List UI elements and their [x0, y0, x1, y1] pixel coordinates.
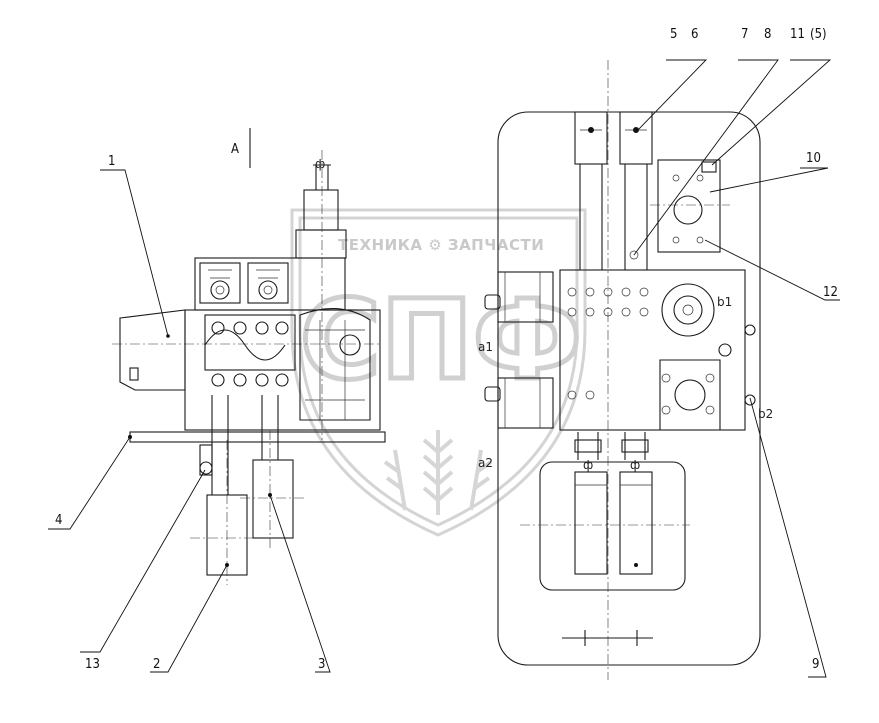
watermark-logo-text: СПФ	[300, 276, 582, 404]
callout-10: 10	[806, 151, 821, 166]
view-label-a: A	[231, 142, 239, 157]
callout-8: 8	[764, 27, 771, 42]
front-view: ф ф a1 a2 b1 b2	[478, 60, 773, 680]
callout-11: 11	[790, 27, 805, 42]
leader-lines	[48, 59, 840, 678]
fitting-mark-right: ф	[630, 458, 640, 472]
callout-7: 7	[741, 27, 748, 42]
port-a2: a2	[478, 456, 493, 470]
callout-6: 6	[691, 27, 698, 42]
port-b2: b2	[758, 407, 773, 421]
callout-3: 3	[318, 657, 325, 672]
callout-11-alt: (5)	[810, 27, 827, 42]
fitting-mark-top: ф	[315, 157, 325, 171]
callout-13: 13	[85, 657, 100, 672]
callout-4: 4	[55, 513, 62, 528]
callout-1: 1	[108, 154, 115, 169]
callout-2: 2	[153, 657, 160, 672]
bolt-grid	[567, 287, 715, 415]
callouts: 1 4 13 2 3 5 6 7 8 11 (5) 10 12 9	[55, 27, 838, 672]
watermark: ТЕХНИКА ⚙ ЗАПЧАСТИ СПФ	[290, 208, 587, 537]
port-a1: a1	[478, 340, 493, 354]
port-b1: b1	[717, 295, 732, 309]
callout-9: 9	[812, 657, 819, 672]
callout-12: 12	[823, 285, 838, 300]
wheat-emblem	[383, 430, 493, 515]
fitting-mark-left: ф	[583, 458, 593, 472]
callout-5: 5	[670, 27, 677, 42]
side-view: A ф	[112, 128, 386, 585]
watermark-brand-text: ТЕХНИКА ⚙ ЗАПЧАСТИ	[338, 236, 544, 254]
